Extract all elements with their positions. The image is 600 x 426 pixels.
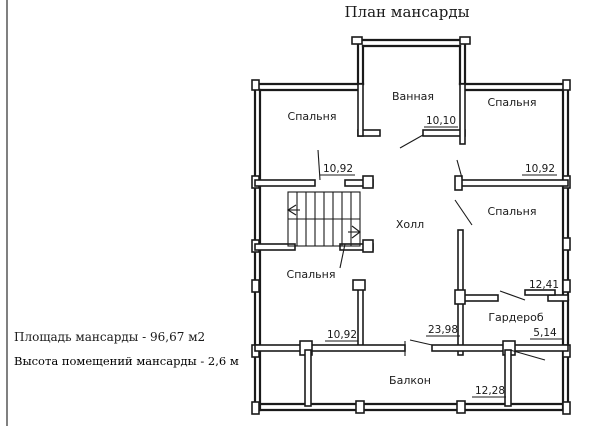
room-area-bedroom-mid-right: 12,41 bbox=[529, 279, 559, 291]
room-area-bath: 10,10 bbox=[426, 115, 456, 127]
interior-walls bbox=[254, 83, 569, 407]
room-label-balcony: Балкон bbox=[389, 374, 431, 387]
room-area-wardrobe: 5,14 bbox=[533, 327, 557, 339]
room-label-hall: Холл bbox=[396, 218, 424, 231]
door-marks bbox=[317, 134, 546, 361]
plan-title: План мансарды bbox=[344, 3, 469, 21]
note-total-area: Площадь мансарды - 96,67 м2 bbox=[14, 330, 205, 344]
staircase bbox=[286, 191, 361, 247]
room-area-balcony: 12,28 bbox=[475, 385, 505, 397]
room-label-wardrobe: Гардероб bbox=[488, 311, 544, 324]
room-area-hall: 23,98 bbox=[428, 324, 458, 336]
room-area-bedroom-top-left: 10,92 bbox=[323, 163, 353, 175]
note-room-height: Высота помещений мансарды - 2,6 м bbox=[14, 354, 239, 368]
room-label-bedroom-bottom-left: Спальня bbox=[287, 268, 336, 281]
room-label-bedroom-top-right: Спальня bbox=[488, 96, 537, 109]
room-label-bath: Ванная bbox=[392, 90, 434, 103]
room-label-bedroom-top-left: Спальня bbox=[288, 110, 337, 123]
room-label-bedroom-mid-right: Спальня bbox=[488, 205, 537, 218]
room-area-bedroom-bottom-left: 10,92 bbox=[327, 329, 357, 341]
room-area-bedroom-top-right: 10,92 bbox=[525, 163, 555, 175]
